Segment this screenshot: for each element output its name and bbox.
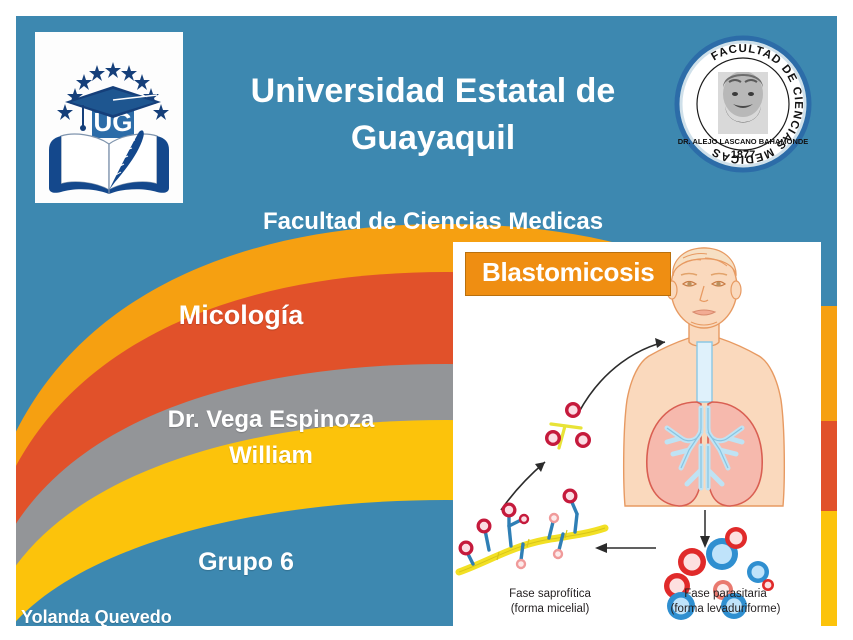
conversion-arrow-left bbox=[595, 543, 656, 553]
professor-line-1: Dr. Vega Espinoza bbox=[167, 406, 375, 433]
page-subtitle: Facultad de Ciencias Medicas bbox=[262, 208, 604, 235]
edge-bar-yellow bbox=[821, 511, 837, 626]
airborne-conidia-cluster bbox=[545, 402, 591, 450]
saprophytic-line-1: Fase saprofítica bbox=[509, 588, 591, 600]
human-torso-lungs-icon bbox=[623, 247, 785, 507]
parasitic-line-1: Fase parasitaria bbox=[684, 588, 767, 600]
portrait-icon bbox=[718, 72, 768, 134]
quill-pen-icon bbox=[109, 130, 144, 190]
edge-bar-orange bbox=[821, 306, 837, 421]
graduation-cap-icon: UG bbox=[65, 86, 161, 138]
page-title: Universidad Estatal de Guayaquil bbox=[250, 72, 616, 157]
seal-person-name: DR. ALEJO LASCANO BAHAMONDE bbox=[678, 137, 809, 146]
university-logo: UG bbox=[35, 32, 183, 203]
author-label: Yolanda Quevedo bbox=[21, 607, 172, 626]
open-book-icon bbox=[49, 133, 169, 194]
blastomycosis-diagram: Blastomicosis Fase saprofítica (forma mi… bbox=[453, 242, 821, 626]
blastomycosis-lifecycle-graphic bbox=[455, 247, 785, 620]
ug-logo-graphic: UG bbox=[49, 62, 169, 194]
parasitic-line-2: (forma levaduriforme) bbox=[670, 603, 781, 615]
edge-bar-blue bbox=[821, 226, 837, 306]
group-label: Grupo 6 bbox=[198, 548, 294, 576]
mycelium-saprophytic-form bbox=[455, 488, 609, 576]
inhalation-arrow bbox=[578, 338, 666, 413]
subject-label: Micología bbox=[178, 300, 304, 330]
dissemination-arrow-down bbox=[700, 510, 710, 548]
seal-year: 1877 bbox=[731, 149, 755, 161]
yeast-parasitic-form bbox=[664, 527, 774, 620]
faculty-seal: FACULTAD DE CIENCIAS MEDICAS DR. ALEJO L… bbox=[671, 32, 815, 176]
parasitic-phase-label: Fase parasitaria (forma levaduriforme) bbox=[638, 587, 813, 617]
diagram-title: Blastomicosis bbox=[465, 252, 672, 296]
professor-line-2: William bbox=[229, 442, 313, 469]
faculty-seal-graphic: FACULTAD DE CIENCIAS MEDICAS DR. ALEJO L… bbox=[673, 34, 813, 174]
saprophytic-line-2: (forma micelial) bbox=[510, 603, 590, 615]
professor-label: Dr. Vega Espinoza William bbox=[71, 402, 471, 474]
slide-canvas: UG bbox=[16, 16, 837, 626]
saprophytic-phase-label: Fase saprofítica (forma micelial) bbox=[475, 587, 625, 617]
edge-bar-red bbox=[821, 421, 837, 511]
